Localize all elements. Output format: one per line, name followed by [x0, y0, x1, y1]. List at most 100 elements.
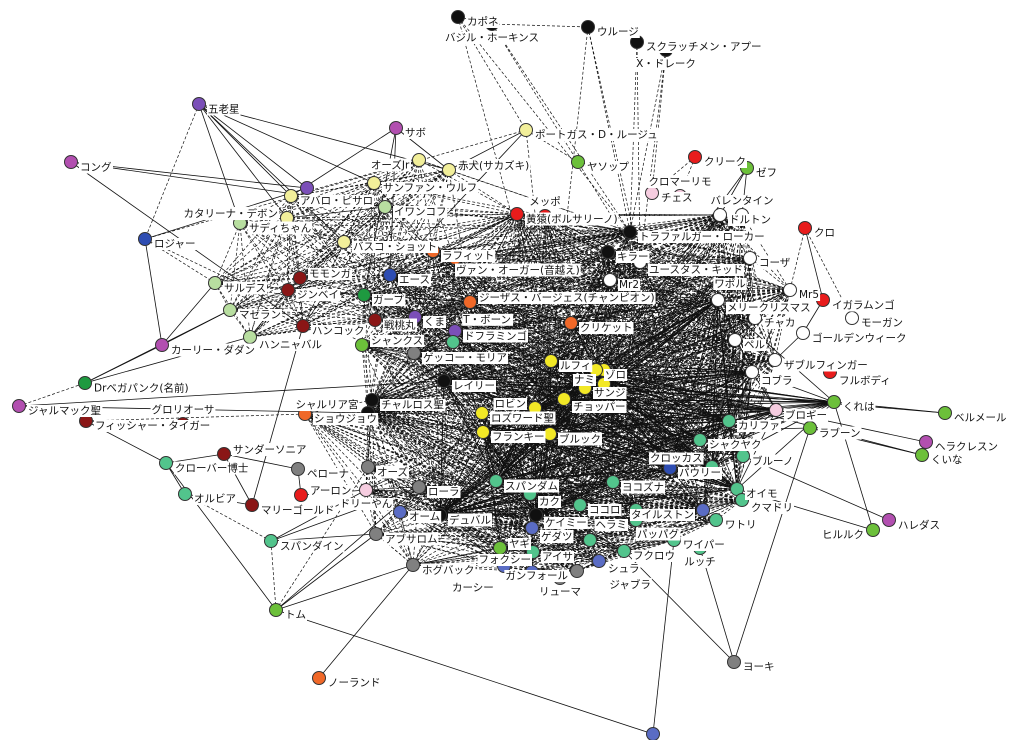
node-tilestone[interactable] [696, 503, 710, 517]
node-rouge[interactable] [519, 123, 533, 137]
node-roger[interactable] [138, 232, 152, 246]
node-bottomblue[interactable] [646, 727, 660, 740]
edge [367, 466, 505, 567]
node-saldeath[interactable] [208, 276, 222, 290]
node-shakuyaku[interactable] [693, 433, 707, 447]
node-hancock[interactable] [296, 319, 310, 333]
node-watori[interactable] [709, 513, 723, 527]
node-rosward[interactable] [475, 406, 489, 420]
node-kuro[interactable] [798, 221, 812, 235]
node-chopper[interactable] [557, 392, 571, 406]
node-vegapunk[interactable] [78, 376, 92, 390]
node-akainu[interactable] [442, 163, 456, 177]
node-shot[interactable] [337, 235, 351, 249]
node-merry[interactable] [711, 293, 725, 307]
node-oars[interactable] [361, 460, 375, 474]
node-dorry[interactable] [359, 483, 373, 497]
node-arlong[interactable] [294, 488, 308, 502]
node-luffy[interactable] [544, 354, 558, 368]
node-franky[interactable] [476, 425, 490, 439]
node-cricket[interactable] [564, 316, 578, 330]
node-chess[interactable] [645, 186, 659, 200]
node-wolf[interactable] [367, 176, 381, 190]
node-jinbe[interactable] [281, 283, 295, 297]
node-haredas[interactable] [882, 513, 896, 527]
node-morgan[interactable] [845, 311, 859, 325]
node-yagi[interactable] [493, 541, 507, 555]
node-label-bg [369, 158, 411, 172]
node-killer[interactable] [601, 245, 615, 259]
node-camie[interactable] [529, 508, 543, 522]
node-kong[interactable] [64, 155, 78, 169]
node-garp[interactable] [357, 288, 371, 302]
node-mr2[interactable] [603, 273, 617, 287]
node-mr5[interactable] [783, 283, 797, 297]
node-tbone[interactable] [446, 335, 460, 349]
node-magellan[interactable] [223, 303, 237, 317]
node-sandersonia[interactable] [217, 447, 231, 461]
node-spandine[interactable] [264, 534, 278, 548]
node-momonga[interactable] [293, 271, 307, 285]
node-moria[interactable] [407, 346, 421, 360]
node-dadan[interactable] [155, 338, 169, 352]
node-laboon[interactable] [803, 421, 817, 435]
node-marigold[interactable] [245, 498, 259, 512]
node-absalom[interactable] [369, 527, 383, 541]
node-oarsjr[interactable] [412, 153, 426, 167]
node-pizarro[interactable] [284, 189, 298, 203]
node-burgess[interactable] [463, 295, 477, 309]
node-cobra[interactable] [745, 365, 759, 379]
node-gorosei[interactable] [192, 97, 206, 111]
node-label: リューマ [539, 586, 581, 598]
node-herakles[interactable] [919, 435, 933, 449]
node-tom[interactable] [269, 603, 283, 617]
node-dalton[interactable] [713, 208, 727, 222]
node-goldenweek[interactable] [796, 326, 810, 340]
node-marker[interactable] [300, 181, 314, 195]
node-yoki[interactable] [727, 655, 741, 669]
node-kureha[interactable] [827, 395, 841, 409]
node-blueno[interactable] [736, 449, 750, 463]
node-ace[interactable] [383, 268, 397, 282]
node-spandam[interactable] [489, 474, 503, 488]
node-noland[interactable] [312, 671, 326, 685]
node-krieg[interactable] [688, 150, 702, 164]
node-bellemere[interactable] [938, 406, 952, 420]
node-hiluluk[interactable] [866, 523, 880, 537]
node-brogy[interactable] [769, 403, 783, 417]
node-kokoro[interactable] [573, 498, 587, 512]
node-law[interactable] [623, 225, 637, 239]
node-yasopp[interactable] [571, 155, 585, 169]
node-hogback[interactable] [406, 558, 420, 572]
node-gedatsu[interactable] [525, 521, 539, 535]
node-doublefinger[interactable] [768, 353, 782, 367]
node-charlos[interactable] [365, 393, 379, 407]
node-clover[interactable] [159, 456, 173, 470]
node-kizaru[interactable] [510, 207, 524, 221]
node-kuzan[interactable] [743, 251, 757, 265]
node-ohm[interactable] [393, 505, 407, 519]
node-hannyabal[interactable] [243, 330, 257, 344]
edge [607, 251, 753, 373]
node-ganfall[interactable] [570, 564, 584, 578]
node-olvia[interactable] [178, 487, 192, 501]
node-label: エース [399, 274, 430, 286]
node-jabra[interactable] [583, 533, 597, 547]
node-pell[interactable] [728, 333, 742, 347]
node-capone[interactable] [451, 10, 465, 24]
node-fukurou[interactable] [617, 544, 631, 558]
node-rayleigh[interactable] [437, 374, 451, 388]
node-kalifa[interactable] [722, 414, 736, 428]
node-shanks[interactable] [355, 338, 369, 352]
node-shura[interactable] [592, 554, 606, 568]
node-lola[interactable] [412, 480, 426, 494]
node-perona[interactable] [291, 462, 305, 476]
node-jalmack[interactable] [12, 399, 26, 413]
node-kuina[interactable] [915, 448, 929, 462]
node-label-bg [538, 586, 582, 598]
node-urouge[interactable] [581, 20, 595, 34]
node-sentomaru[interactable] [368, 313, 382, 327]
node-ivankov[interactable] [378, 200, 392, 214]
node-sabo[interactable] [389, 121, 403, 135]
node-yokozuna[interactable] [606, 475, 620, 489]
